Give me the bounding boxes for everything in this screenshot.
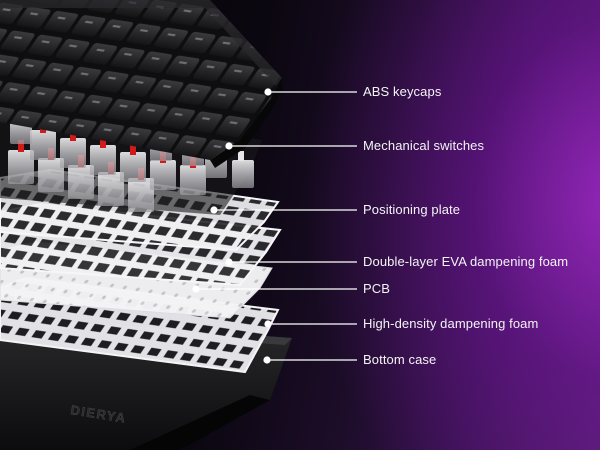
label-abs-keycaps: ABS keycaps bbox=[363, 84, 442, 99]
label-high-density-foam: High-density dampening foam bbox=[363, 316, 539, 331]
callout-dot-pcb bbox=[192, 285, 200, 293]
callout-dot-plate bbox=[210, 206, 218, 214]
callout-dot-keycaps bbox=[264, 88, 272, 96]
callout-dot-switches bbox=[225, 142, 233, 150]
keycaps-layer bbox=[0, 0, 282, 168]
label-positioning-plate: Positioning plate bbox=[363, 202, 461, 217]
callout-lines bbox=[192, 88, 357, 364]
label-pcb: PCB bbox=[363, 281, 391, 296]
callout-dot-eva-foam bbox=[225, 258, 233, 266]
label-eva-dampening-foam: Double-layer EVA dampening foam bbox=[363, 254, 569, 269]
callout-dot-case bbox=[263, 356, 271, 364]
label-mechanical-switches: Mechanical switches bbox=[363, 138, 485, 153]
callout-dot-hd-foam bbox=[264, 320, 272, 328]
label-bottom-case: Bottom case bbox=[363, 352, 437, 367]
